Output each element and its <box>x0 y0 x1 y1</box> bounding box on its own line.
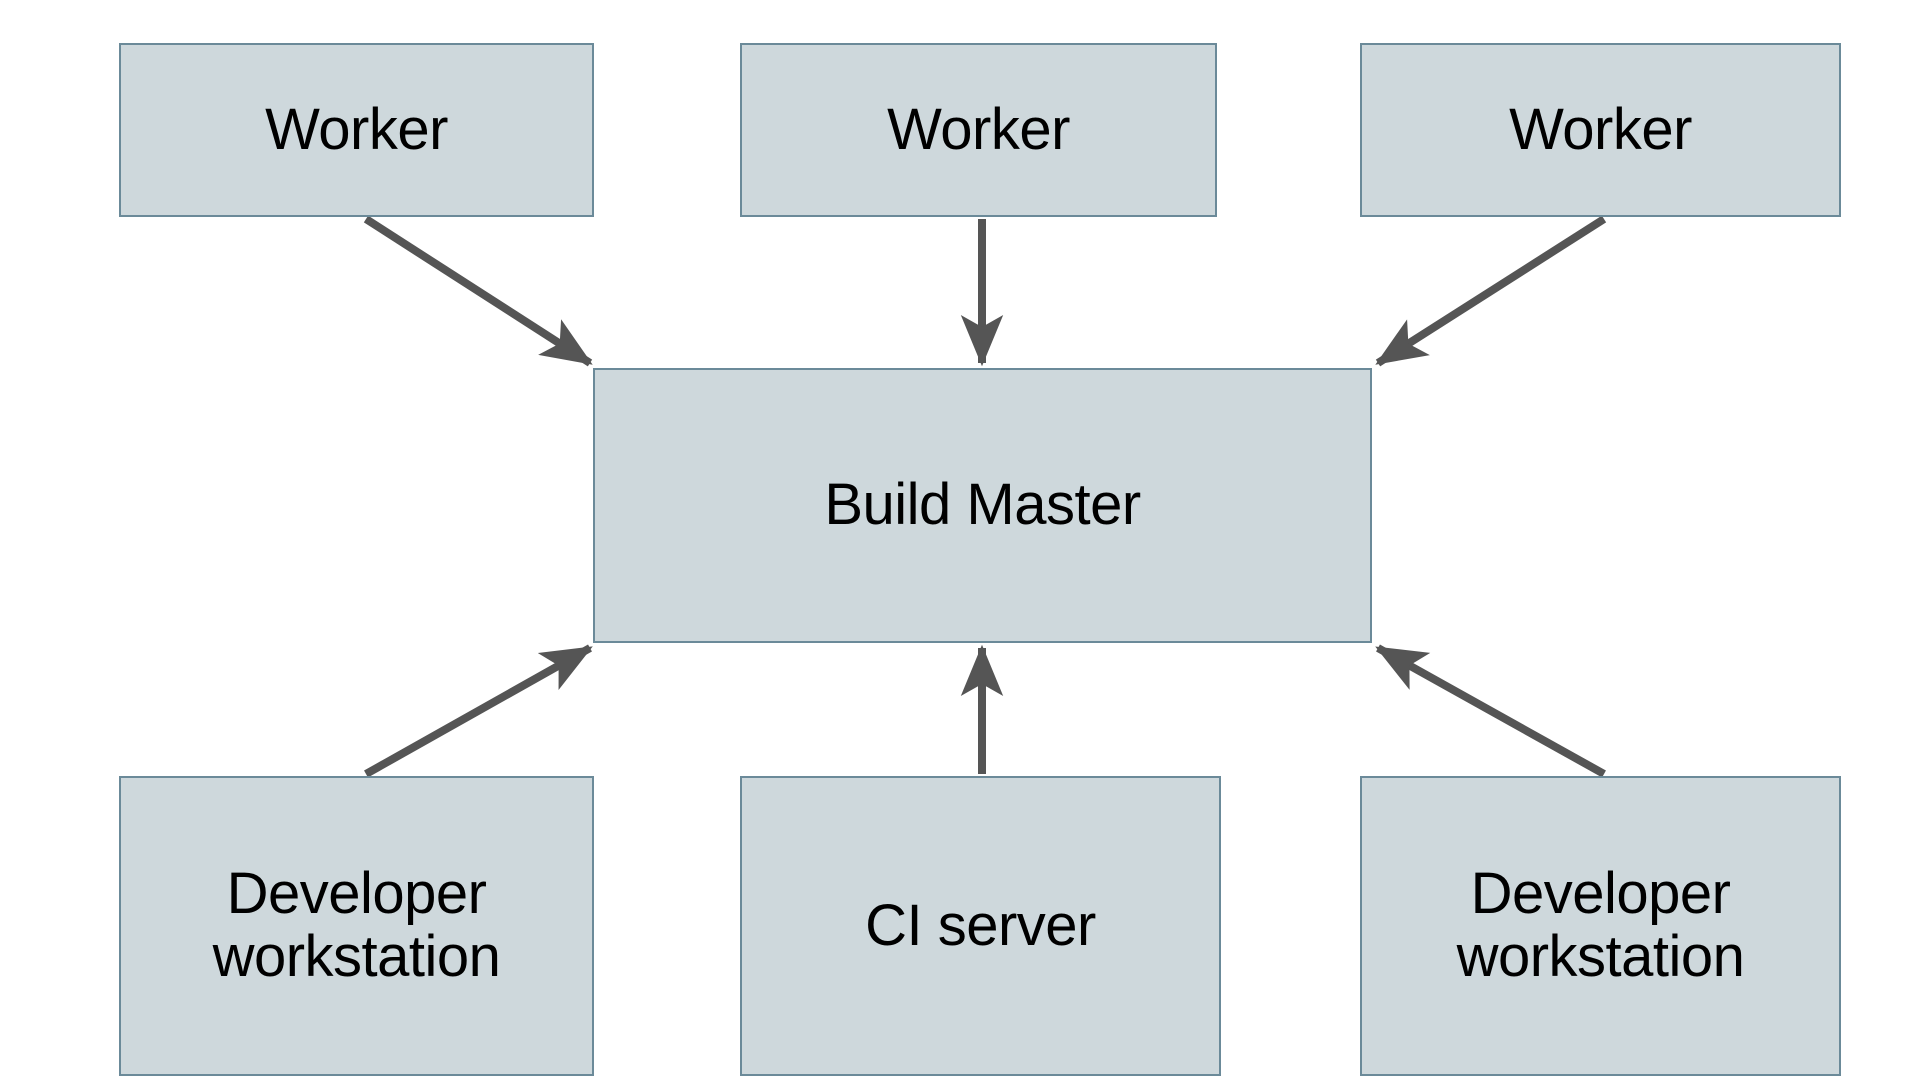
edge-dev-right-to-build-master <box>1375 644 1606 778</box>
node-worker-2-label: Worker <box>887 96 1070 162</box>
node-worker-3[interactable]: Worker <box>1360 43 1841 217</box>
node-worker-1[interactable]: Worker <box>119 43 594 217</box>
node-worker-3-label: Worker <box>1509 96 1692 162</box>
node-developer-workstation-right[interactable]: Developer workstation <box>1360 776 1841 1076</box>
node-build-master[interactable]: Build Master <box>593 368 1372 643</box>
node-build-master-label: Build Master <box>824 472 1141 538</box>
node-developer-workstation-right-label: Developer workstation <box>1456 861 1745 989</box>
node-developer-workstation-left-label: Developer workstation <box>212 861 501 989</box>
node-ci-server[interactable]: CI server <box>740 776 1221 1076</box>
edge-worker3-to-build-master <box>1375 215 1607 367</box>
node-worker-2[interactable]: Worker <box>740 43 1217 217</box>
node-worker-1-label: Worker <box>265 96 448 162</box>
edge-dev-left-to-build-master <box>364 644 593 778</box>
edge-worker1-to-build-master <box>363 215 593 367</box>
node-developer-workstation-left[interactable]: Developer workstation <box>119 776 594 1076</box>
node-ci-server-label: CI server <box>865 892 1096 958</box>
